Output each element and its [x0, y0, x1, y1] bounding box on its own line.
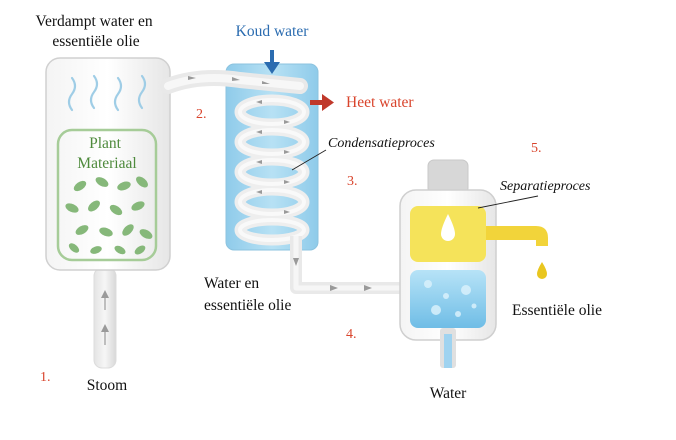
water-oil-label: Water en essentiële olie	[204, 275, 291, 314]
oil-spout	[486, 226, 548, 246]
vapor-label: Verdampt water en essentiële olie	[36, 13, 157, 50]
leaves	[65, 176, 153, 255]
step-3: 3.	[347, 174, 358, 189]
coil-arrows	[256, 100, 290, 214]
steam-label: Stoom	[87, 377, 127, 394]
step-2: 2.	[196, 107, 207, 122]
essential-oil-label: Essentiële olie	[512, 302, 602, 319]
step-4: 4.	[346, 327, 357, 342]
separator	[399, 159, 548, 368]
water-chamber	[410, 270, 486, 328]
condensation-leader-line	[291, 149, 327, 171]
vapor-pipe-arrows	[188, 76, 270, 84]
cold-water-label: Koud water	[236, 23, 310, 40]
oil-drip-icon	[537, 262, 547, 279]
condensation-label: Condensatieproces	[328, 136, 435, 151]
steam-up-arrows	[101, 290, 109, 345]
water-label: Water	[430, 385, 467, 402]
hot-water-label: Heet water	[346, 94, 414, 111]
distillation-vessel	[45, 57, 171, 271]
condenser	[160, 50, 334, 251]
outlet-pipe	[290, 236, 400, 294]
separation-label: Separatieproces	[500, 179, 591, 194]
water-bubbles	[424, 280, 477, 317]
hot-water-arrow	[310, 94, 334, 111]
steam-vapor-wisps	[67, 74, 147, 112]
step-5: 5.	[531, 141, 542, 156]
plant-label: Plant Materiaal	[77, 135, 136, 172]
cold-water-arrow	[264, 50, 280, 74]
steam-inlet-pipe	[93, 267, 117, 369]
separation-leader-line	[477, 195, 539, 209]
plant-material-basket	[56, 128, 158, 262]
oil-drop-icon	[441, 214, 455, 241]
step-1: 1.	[40, 370, 51, 385]
